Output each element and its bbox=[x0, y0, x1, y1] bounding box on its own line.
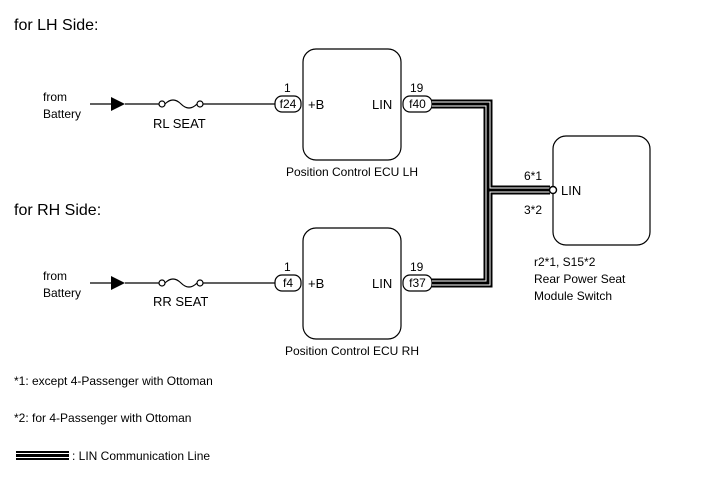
legend-label: : LIN Communication Line bbox=[72, 449, 210, 463]
rh-connector-power bbox=[274, 274, 302, 292]
rh-source-label-line2: Battery bbox=[43, 286, 81, 300]
lh-pin-power: 1 bbox=[284, 81, 291, 95]
lh-fuse-terminal-right bbox=[196, 100, 204, 108]
rh-fuse-label: RR SEAT bbox=[153, 294, 208, 309]
lh-pin-lin: 19 bbox=[410, 81, 424, 95]
legend-lin-line-icon bbox=[16, 451, 69, 460]
rh-ecu-box bbox=[302, 227, 402, 340]
lh-connector-lin-label: f40 bbox=[409, 97, 426, 111]
footnote-1: *1: except 4-Passenger with Ottoman bbox=[14, 374, 213, 388]
lh-connector-power-label: f24 bbox=[280, 97, 297, 111]
lh-ecu-name: Position Control ECU LH bbox=[286, 165, 418, 179]
switch-lin-terminal bbox=[548, 185, 558, 195]
lh-ecu-box bbox=[302, 48, 402, 161]
switch-name-line2: Module Switch bbox=[534, 289, 612, 303]
switch-lin-label: LIN bbox=[561, 183, 581, 198]
footnote-2: *2: for 4-Passenger with Ottoman bbox=[14, 411, 191, 425]
rh-ecu-lin-label: LIN bbox=[372, 276, 392, 291]
lin-communication-bus bbox=[432, 99, 550, 288]
lh-fuse-label: RL SEAT bbox=[153, 116, 206, 131]
switch-pin-2: 3*2 bbox=[524, 203, 542, 217]
lh-source-label-line2: Battery bbox=[43, 107, 81, 121]
lh-fuse-icon bbox=[164, 99, 198, 109]
rh-pin-lin: 19 bbox=[410, 260, 424, 274]
switch-name-line1: Rear Power Seat bbox=[534, 272, 626, 286]
rh-fuse-terminal-right bbox=[196, 279, 204, 287]
lh-battery-arrow-icon bbox=[111, 97, 125, 111]
rh-side-heading: for RH Side: bbox=[14, 202, 101, 219]
switch-connector-codes: r2*1, S15*2 bbox=[534, 255, 596, 269]
rh-ecu-power-label: +B bbox=[308, 276, 324, 291]
switch-pin-1: 6*1 bbox=[524, 169, 542, 183]
rh-battery-arrow-icon bbox=[111, 276, 125, 290]
lh-side-heading: for LH Side: bbox=[14, 17, 98, 34]
lh-fuse-terminal-left bbox=[158, 100, 166, 108]
rh-source-label-line1: from bbox=[43, 269, 67, 283]
lh-ecu-power-label: +B bbox=[308, 97, 324, 112]
rh-pin-power: 1 bbox=[284, 260, 291, 274]
rh-ecu-name: Position Control ECU RH bbox=[285, 344, 419, 358]
lh-ecu-lin-label: LIN bbox=[372, 97, 392, 112]
rh-connector-power-label: f4 bbox=[283, 276, 293, 290]
lh-source-label-line1: from bbox=[43, 90, 67, 104]
rh-fuse-terminal-left bbox=[158, 279, 166, 287]
rh-fuse-icon bbox=[164, 278, 198, 288]
rh-connector-lin-label: f37 bbox=[409, 276, 426, 290]
lh-connector-power bbox=[274, 95, 302, 113]
